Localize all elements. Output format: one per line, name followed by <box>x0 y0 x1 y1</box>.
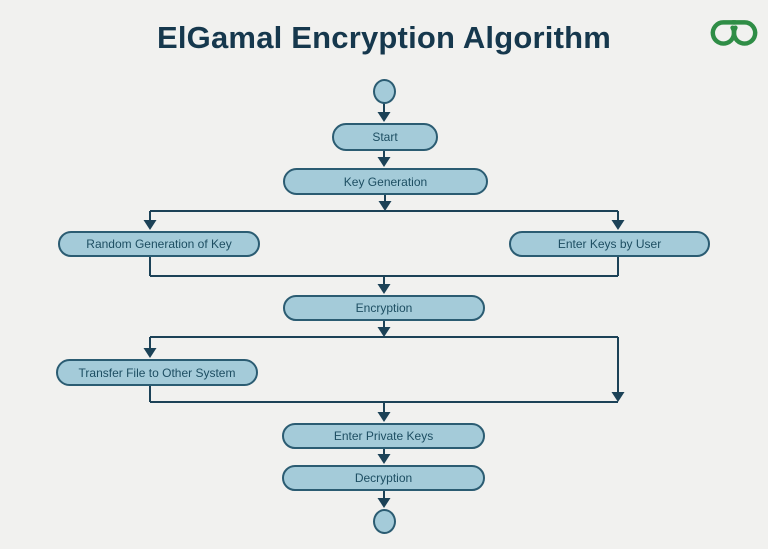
edge-decryption-endterminator <box>377 491 391 508</box>
flow-node-enter-keys-by-user: Enter Keys by User <box>509 231 710 257</box>
flow-node-key-generation: Key Generation <box>283 168 488 195</box>
flow-node-decryption: Decryption <box>282 465 485 491</box>
flow-node-random-generation-of-key: Random Generation of Key <box>58 231 260 257</box>
flow-node-enter-private-keys: Enter Private Keys <box>282 423 485 449</box>
start-terminator-node <box>373 79 396 104</box>
edge-merge-enterprivatekeys <box>149 386 618 422</box>
edge-encryption-branch <box>143 321 625 402</box>
edge-branches-encryption <box>149 257 619 294</box>
geeksforgeeks-logo-icon <box>710 20 758 46</box>
end-terminator-node <box>373 509 396 534</box>
flow-node-transfer-file-to-other-system: Transfer File to Other System <box>56 359 258 386</box>
edge-enterprivatekeys-decryption <box>377 449 391 464</box>
page-title: ElGamal Encryption Algorithm <box>156 20 611 55</box>
edge-start-keygeneration <box>377 151 391 167</box>
edge-startterminator-start <box>377 102 391 122</box>
flow-node-encryption: Encryption <box>283 295 485 321</box>
edge-keygeneration-branch <box>143 195 625 230</box>
flow-node-start: Start <box>332 123 438 151</box>
